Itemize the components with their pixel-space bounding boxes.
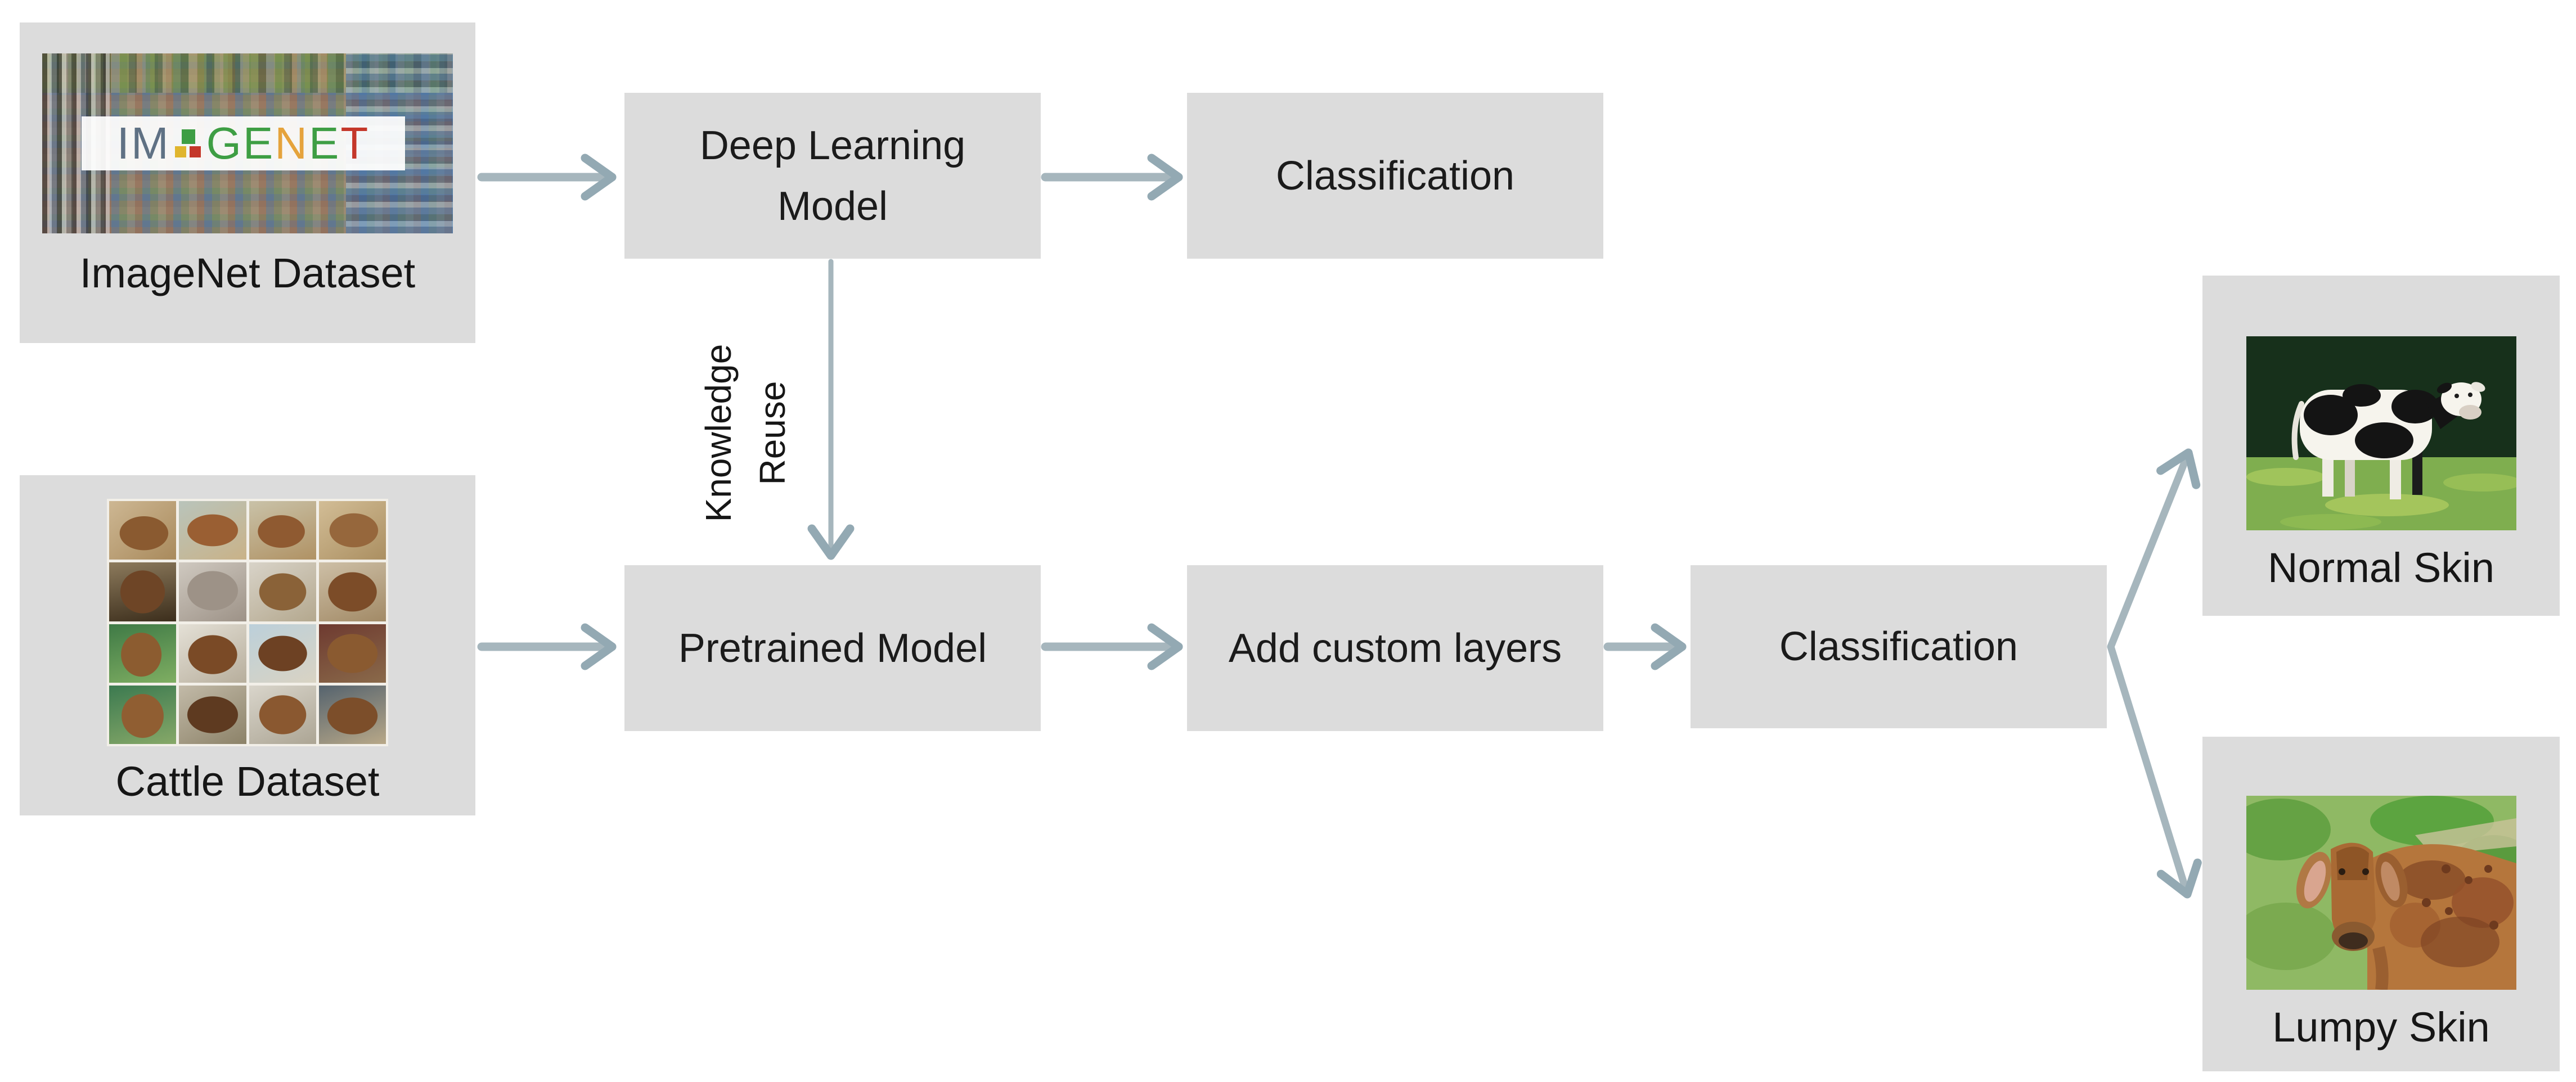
logo-dot-red: [189, 146, 201, 157]
imagenet-logo-text: IM: [116, 118, 170, 168]
cattle-photo-cell: [318, 685, 386, 744]
imagenet-logo-text: GE: [206, 118, 275, 168]
cattle-photo-cell: [179, 501, 246, 560]
cattle-photo-cell: [179, 685, 246, 744]
cattle-dataset-label: Cattle Dataset: [115, 758, 380, 805]
add-custom-layers-node: Add custom layers: [1187, 565, 1603, 731]
cattle-photo-cell: [318, 562, 386, 621]
classification-bottom-node: Classification: [1691, 565, 2107, 728]
cattle-dataset-node: Cattle Dataset: [20, 475, 475, 815]
imagenet-logo-text: T: [340, 118, 370, 168]
cattle-photo-cell: [249, 624, 316, 683]
cattle-photo-cell: [109, 685, 177, 744]
logo-dot-green: [181, 129, 195, 144]
cattle-photo-cell: [109, 501, 177, 560]
deep-learning-model-label-line2: Model: [777, 183, 888, 229]
imagenet-dataset-label: ImageNet Dataset: [79, 250, 416, 296]
cattle-photo-cell: [249, 501, 316, 560]
lumpy-skin-cow-image: [2246, 796, 2516, 990]
knowledge-reuse-line2: Reuse: [752, 381, 793, 485]
cattle-photo-cell: [318, 501, 386, 560]
normal-skin-cow-image: [2246, 336, 2516, 530]
cattle-photo-cell: [179, 562, 246, 621]
cattle-photo-cell: [179, 624, 246, 683]
arrow-classification-to-normal-skin: [2107, 448, 2201, 651]
deep-learning-model-node: Deep Learning Model: [624, 93, 1041, 259]
normal-skin-node: Normal Skin: [2202, 276, 2560, 616]
imagenet-logo-text: E: [309, 118, 341, 168]
logo-dot-yellow: [174, 146, 186, 157]
arrow-classification-to-lumpy-skin: [2107, 643, 2202, 899]
knowledge-reuse-line1: Knowledge: [698, 344, 739, 522]
add-custom-layers-label: Add custom layers: [1228, 625, 1562, 671]
classification-top-node: Classification: [1187, 93, 1603, 259]
classification-bottom-label: Classification: [1779, 624, 2018, 669]
imagenet-logo-dots-icon: [174, 129, 202, 157]
knowledge-reuse-label: Knowledge Reuse: [691, 344, 799, 522]
imagenet-logo-text: N: [275, 118, 309, 168]
cattle-collage-image: [107, 499, 388, 746]
cattle-photo-cell: [109, 624, 177, 683]
cattle-photo-cell: [318, 624, 386, 683]
cattle-photo-cell: [249, 562, 316, 621]
deep-learning-model-label: Deep Learning Model: [700, 115, 965, 237]
lumpy-skin-node: Lumpy Skin: [2202, 737, 2560, 1071]
normal-skin-label: Normal Skin: [2268, 544, 2494, 591]
imagenet-collage-image: IM GE N E T: [42, 53, 453, 233]
deep-learning-model-label-line1: Deep Learning: [699, 123, 966, 168]
imagenet-dataset-node: IM GE N E T ImageNet Dataset: [20, 22, 475, 343]
classification-top-label: Classification: [1275, 153, 1515, 199]
imagenet-logo: IM GE N E T: [82, 116, 405, 170]
cattle-photo-cell: [249, 685, 316, 744]
cattle-photo-cell: [109, 562, 177, 621]
pretrained-model-node: Pretrained Model: [624, 565, 1041, 731]
lumpy-skin-label: Lumpy Skin: [2272, 1004, 2490, 1051]
pretrained-model-label: Pretrained Model: [678, 625, 987, 671]
